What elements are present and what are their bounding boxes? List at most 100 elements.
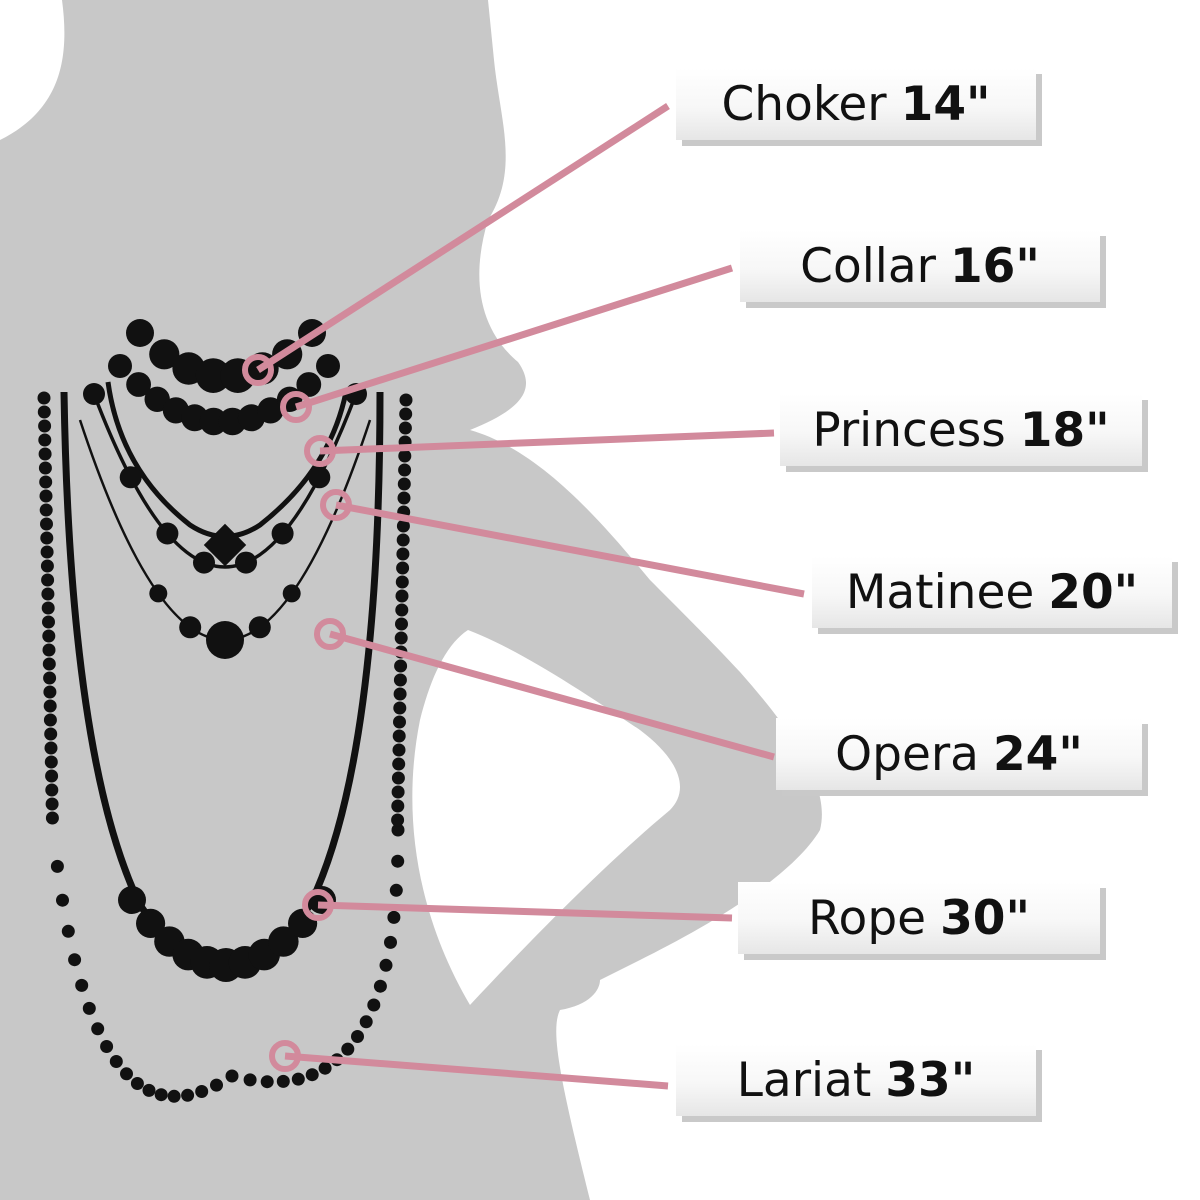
lariat-bead xyxy=(260,1075,274,1089)
matinee-bead xyxy=(193,551,215,574)
lariat-bead xyxy=(39,489,53,503)
rope-leader-line xyxy=(317,901,733,922)
lariat-bead xyxy=(40,545,54,559)
label-opera: Opera 24" xyxy=(776,718,1142,790)
lariat-bead xyxy=(40,517,53,531)
necklace-name-rope: Rope xyxy=(808,890,927,946)
lariat-bead xyxy=(109,1055,123,1068)
lariat-bead xyxy=(341,1042,355,1056)
lariat-bead xyxy=(38,419,52,433)
lariat-bead xyxy=(61,924,75,938)
collar-bead xyxy=(144,386,170,412)
lariat-bead xyxy=(37,391,51,405)
lariat-bead xyxy=(43,671,57,685)
lariat-bead xyxy=(210,1078,223,1092)
collar-ring-marker xyxy=(280,391,312,423)
rope-bead xyxy=(136,908,166,939)
collar-bead xyxy=(199,407,228,436)
lariat-bead xyxy=(318,1061,332,1075)
lariat-bead xyxy=(399,407,413,421)
necklace-name-choker: Choker xyxy=(721,76,887,132)
lariat-bead xyxy=(305,1068,319,1082)
label-princess: Princess 18" xyxy=(780,394,1142,466)
necklace-length-collar: 16" xyxy=(949,238,1040,294)
rope-bead xyxy=(118,886,146,914)
lariat-bead xyxy=(167,1089,181,1103)
lariat-bead xyxy=(38,447,52,461)
lariat-bead xyxy=(387,910,401,924)
collar-bead xyxy=(126,372,151,397)
opera-ring-marker xyxy=(314,618,346,650)
lariat-bead xyxy=(399,393,413,407)
lariat-bead xyxy=(50,859,64,873)
opera-necklace xyxy=(78,419,372,659)
lariat-bead xyxy=(391,771,405,785)
lariat-bead xyxy=(291,1072,305,1086)
lariat-bead xyxy=(396,519,410,533)
lariat-bead xyxy=(391,823,405,837)
lariat-bead xyxy=(41,601,55,615)
lariat-bead xyxy=(44,741,58,755)
lariat-bead xyxy=(181,1088,195,1102)
necklace-name-lariat: Lariat xyxy=(736,1052,872,1108)
lariat-bead xyxy=(398,421,412,435)
lariat-bead xyxy=(393,715,406,729)
lariat-bead xyxy=(37,405,51,419)
leader-layer xyxy=(242,103,805,1090)
rope-bead xyxy=(268,926,299,957)
lariat-bead xyxy=(391,785,405,799)
choker-bead xyxy=(126,319,154,347)
lariat-bead xyxy=(42,643,56,657)
lariat-bead xyxy=(40,559,54,573)
lariat-bead xyxy=(392,757,406,771)
lariat-bead xyxy=(75,978,89,992)
lariat-bead xyxy=(395,617,408,631)
lariat-bead xyxy=(391,799,405,813)
necklace-length-rope: 30" xyxy=(940,890,1030,946)
lariat-bead xyxy=(43,685,57,699)
lariat-bead xyxy=(367,998,381,1012)
lariat-bead xyxy=(379,958,393,972)
lariat-bead xyxy=(39,475,53,489)
lariat-bead xyxy=(396,533,410,547)
lariat-bead xyxy=(43,699,57,713)
necklace-length-opera: 24" xyxy=(992,726,1083,782)
rope-ring-marker xyxy=(302,889,334,921)
matinee-leader-line xyxy=(335,501,805,598)
lariat-bead xyxy=(392,743,406,757)
label-choker: Choker 14" xyxy=(676,68,1036,140)
lariat-bead xyxy=(154,1088,168,1102)
lariat-bead xyxy=(41,573,55,587)
collar-bead xyxy=(296,372,322,397)
lariat-bead xyxy=(384,935,397,949)
lariat-bead xyxy=(130,1077,144,1090)
lariat-bead xyxy=(45,811,59,825)
lariat-bead xyxy=(142,1083,156,1097)
opera-bead xyxy=(149,584,168,603)
necklace-length-matinee: 20" xyxy=(1048,564,1139,620)
lariat-bead xyxy=(41,587,55,601)
lariat-bead xyxy=(391,813,405,827)
lariat-bead xyxy=(392,729,406,743)
lariat-bead xyxy=(394,659,408,673)
matinee-bead xyxy=(235,551,257,574)
lariat-bead xyxy=(100,1040,114,1053)
label-lariat: Lariat 33" xyxy=(676,1044,1036,1116)
lariat-bead xyxy=(44,755,58,769)
lariat-bead xyxy=(276,1074,290,1088)
lariat-bead xyxy=(45,769,59,783)
lariat-bead xyxy=(42,615,55,629)
lariat-bead xyxy=(398,463,412,477)
lariat-bead xyxy=(397,477,411,491)
lariat-ring-marker xyxy=(269,1040,301,1072)
lariat-bead xyxy=(40,531,54,545)
lariat-bead xyxy=(393,701,407,715)
opera-bead xyxy=(206,621,244,659)
lariat-bead xyxy=(44,727,58,741)
lariat-bead xyxy=(39,503,53,517)
collar-bead xyxy=(257,397,284,424)
necklace-name-collar: Collar xyxy=(800,238,936,294)
lariat-bead xyxy=(91,1022,105,1036)
lariat-bead xyxy=(396,561,410,575)
lariat-bead xyxy=(393,687,407,701)
